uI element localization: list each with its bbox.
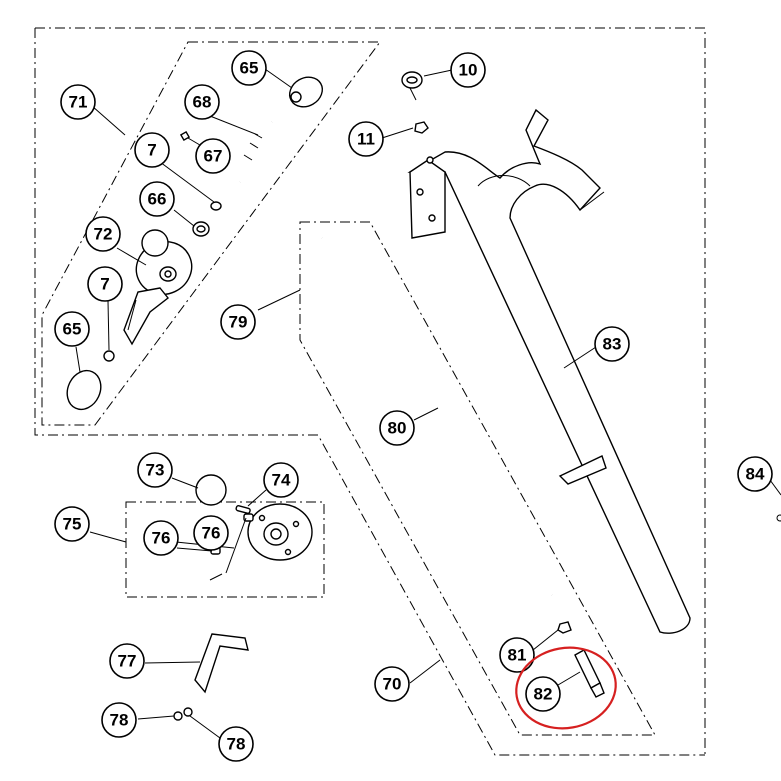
svg-text:75: 75 <box>63 515 82 534</box>
ball-73 <box>195 474 227 506</box>
svg-text:76: 76 <box>152 529 171 548</box>
pin-76-b <box>243 513 254 522</box>
callout-82: 82 <box>525 676 561 712</box>
callout-73: 73 <box>137 452 173 488</box>
callout-7-lower: 7 <box>87 266 123 302</box>
part-84-edge <box>776 514 781 522</box>
callout-11: 11 <box>348 121 384 157</box>
svg-text:73: 73 <box>146 461 165 480</box>
svg-text:7: 7 <box>100 275 109 294</box>
group-border-71 <box>41 41 381 426</box>
callout-68: 68 <box>184 84 220 120</box>
svg-text:78: 78 <box>227 735 246 754</box>
callout-77: 77 <box>109 643 145 679</box>
callout-75: 75 <box>54 506 90 542</box>
pin-74 <box>235 505 251 514</box>
group-border-main <box>34 27 706 756</box>
callout-81: 81 <box>499 637 535 673</box>
svg-text:11: 11 <box>357 130 375 149</box>
callout-70: 70 <box>374 666 410 702</box>
svg-text:67: 67 <box>204 147 223 166</box>
callout-7-upper: 7 <box>134 132 170 168</box>
callout-84: 84 <box>737 456 773 492</box>
ring-7-upper <box>210 201 222 211</box>
knob-65-lower <box>66 369 102 411</box>
washer-66 <box>192 221 210 237</box>
svg-text:71: 71 <box>69 93 88 112</box>
svg-text:7: 7 <box>147 141 156 160</box>
callout-72: 72 <box>85 216 121 252</box>
callout-66: 66 <box>139 181 175 217</box>
callout-65-top: 65 <box>231 50 267 86</box>
group-border-75 <box>125 501 325 598</box>
callout-76-right: 76 <box>193 515 229 551</box>
svg-text:68: 68 <box>193 93 212 112</box>
svg-text:83: 83 <box>603 335 622 354</box>
callout-10: 10 <box>450 52 486 88</box>
nut-11 <box>414 121 429 134</box>
callout-67: 67 <box>195 138 231 174</box>
screws-78 <box>173 707 193 721</box>
callout-83: 83 <box>594 326 630 362</box>
svg-text:65: 65 <box>240 59 259 78</box>
rod-80 <box>321 236 554 596</box>
svg-text:66: 66 <box>148 190 167 209</box>
tube-83 <box>407 108 691 634</box>
pin-82 <box>574 649 605 698</box>
svg-text:72: 72 <box>94 225 113 244</box>
set-screw-67 <box>179 130 191 142</box>
svg-text:78: 78 <box>110 711 129 730</box>
eye-bolt-10 <box>401 71 423 101</box>
shaft-68 <box>237 120 275 184</box>
svg-text:82: 82 <box>534 685 553 704</box>
bracket-77 <box>194 633 249 694</box>
highlight-ring-82 <box>515 646 617 730</box>
leader-lines <box>75 68 781 739</box>
knob-65-top <box>288 76 324 108</box>
callout-74: 74 <box>263 462 299 498</box>
svg-text:65: 65 <box>63 320 82 339</box>
callout-80: 80 <box>379 410 415 446</box>
svg-text:80: 80 <box>388 419 407 438</box>
nut-81 <box>557 621 572 634</box>
group-border-70 <box>299 221 656 736</box>
svg-text:10: 10 <box>459 61 478 80</box>
svg-text:70: 70 <box>383 675 402 694</box>
svg-text:81: 81 <box>508 646 527 665</box>
svg-text:79: 79 <box>229 313 248 332</box>
callout-79: 79 <box>220 304 256 340</box>
callout-76-left: 76 <box>143 520 179 556</box>
svg-text:76: 76 <box>202 524 221 543</box>
hub-75 <box>247 503 313 561</box>
svg-text:84: 84 <box>746 465 765 484</box>
handle-assembly-72 <box>123 229 193 346</box>
callout-65-lower: 65 <box>54 311 90 347</box>
ring-7-lower <box>103 350 115 362</box>
svg-text:77: 77 <box>118 652 137 671</box>
callout-71: 71 <box>60 84 96 120</box>
svg-text:74: 74 <box>272 471 291 490</box>
callout-78-right: 78 <box>218 726 254 762</box>
callout-78-left: 78 <box>101 702 137 738</box>
